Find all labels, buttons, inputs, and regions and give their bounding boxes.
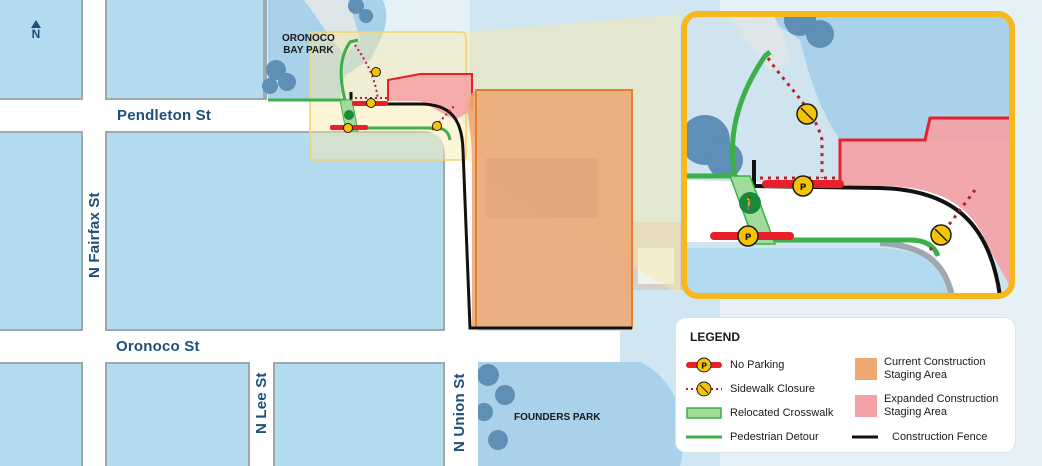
oronoco-street-label: Oronoco St [116,338,200,355]
svg-text:P: P [701,362,707,371]
closure-marker-corner [432,121,442,131]
expanded-staging-swatch [855,394,877,417]
pedestrian-detour-icon [686,428,722,446]
legend-label-sidewalk-closure: Sidewalk Closure [730,382,815,395]
inset-detour-south [732,175,941,257]
park-path [303,0,360,55]
legend-label-relocated-crosswalk: Relocated Crosswalk [730,406,834,419]
legend-item-construction-fence: Construction Fence [848,428,987,446]
legend-label-expanded-staging-line1: Expanded Construction [884,393,999,405]
inset-expanded-staging [840,118,1012,290]
oronoco-bay-park-label-line2: BAY PARK [283,45,334,56]
inset-trees [684,14,834,178]
inset-closure-park [766,57,824,178]
block-w-middle [0,129,85,333]
inset-no-parking-icon-south [737,225,759,247]
inset-park-water [684,14,1012,140]
staging-inner-building [486,158,598,218]
legend-item-sidewalk-closure: Sidewalk Closure [686,380,815,398]
current-staging-swatch [855,357,877,380]
inset-no-parking-icon-north [792,175,814,197]
block-s-2 [271,360,447,466]
city-blocks [0,0,447,466]
block-n-fairfax-east [103,0,267,102]
legend: LEGEND P No Parking Sidewalk Closure [676,318,1015,452]
svg-text:P: P [745,233,752,243]
n-union-street-label: N Union St [451,373,468,452]
relocated-crosswalk-icon [686,404,722,422]
legend-item-current-staging: Current Construction Staging Area [848,356,986,381]
inset-construction-fence [755,184,1002,296]
legend-item-no-parking: P No Parking [686,356,784,374]
svg-text:P: P [800,183,807,193]
pedestrian-marker [344,110,354,120]
block-nw [0,0,85,102]
inset-border [681,11,1015,299]
n-lee-street-surface [250,362,273,466]
founders-park-trees [475,364,515,450]
legend-item-relocated-crosswalk: Relocated Crosswalk [686,404,833,422]
oronoco-bay-park-label-line1: ORONOCO [282,33,335,44]
inset-block [684,248,950,296]
legend-label-no-parking: No Parking [730,358,785,371]
inset-expanded-staging-outline [838,116,1012,186]
map-markers [343,67,442,133]
closure-marker-park [371,67,381,77]
legend-title: LEGEND [690,330,741,344]
legend-label-current-staging-line1: Current Construction [884,356,986,368]
inset-curb [879,240,955,296]
block-sw [0,360,85,466]
inset-parking-glyphs: P P [745,183,807,243]
no-parking-marker-south [343,123,353,133]
legend-item-pedestrian-detour: Pedestrian Detour [686,428,819,446]
legend-label-construction-fence: Construction Fence [892,430,988,443]
north-arrow: N [26,20,46,44]
legend-label-expanded-staging-line2: Staging Area [884,405,947,418]
pedestrian-glyph: 🚶 [742,196,758,212]
zoom-inset: 🚶 P P [681,11,1015,299]
construction-fence [352,102,632,330]
north-arrow-icon [31,20,41,28]
block-s-1 [103,360,252,466]
n-lee-street-label: N Lee St [253,372,270,434]
pendleton-street-label: Pendleton St [117,107,212,124]
legend-label-current-staging: Current Construction Staging Area [884,356,986,381]
inset-icon-glyphs [800,107,948,242]
inset-pedestrian-icon [739,192,761,214]
no-parking-icon: P [686,356,722,374]
n-fairfax-street-label: N Fairfax St [86,192,103,278]
legend-label-current-staging-line2: Staging Area [884,368,947,381]
sidewalk-closure-icon [686,380,722,398]
legend-label-expanded-staging: Expanded Construction Staging Area [884,393,998,418]
expanded-staging-outline [387,73,473,110]
riverside-lot-inner [638,248,674,284]
inset-detour-north [684,50,772,179]
founders-park-shape [478,362,684,466]
oronoco-bay-park-shape [268,0,387,100]
construction-fence-icon [848,428,884,446]
n-fairfax-street-surface [83,0,105,466]
oronoco-bay-park-label: ORONOCO BAY PARK [282,33,335,57]
north-label: N [31,27,41,41]
founders-park-label: FOUNDERS PARK [514,412,601,423]
legend-label-pedestrian-detour: Pedestrian Detour [730,430,819,443]
legend-item-expanded-staging: Expanded Construction Staging Area [848,393,998,418]
oronoco-bay-park-trees [262,0,373,94]
expanded-staging-area [388,74,472,120]
no-parking-marker-north [366,98,376,108]
inset-park-path [730,14,790,70]
block-center [103,129,447,333]
